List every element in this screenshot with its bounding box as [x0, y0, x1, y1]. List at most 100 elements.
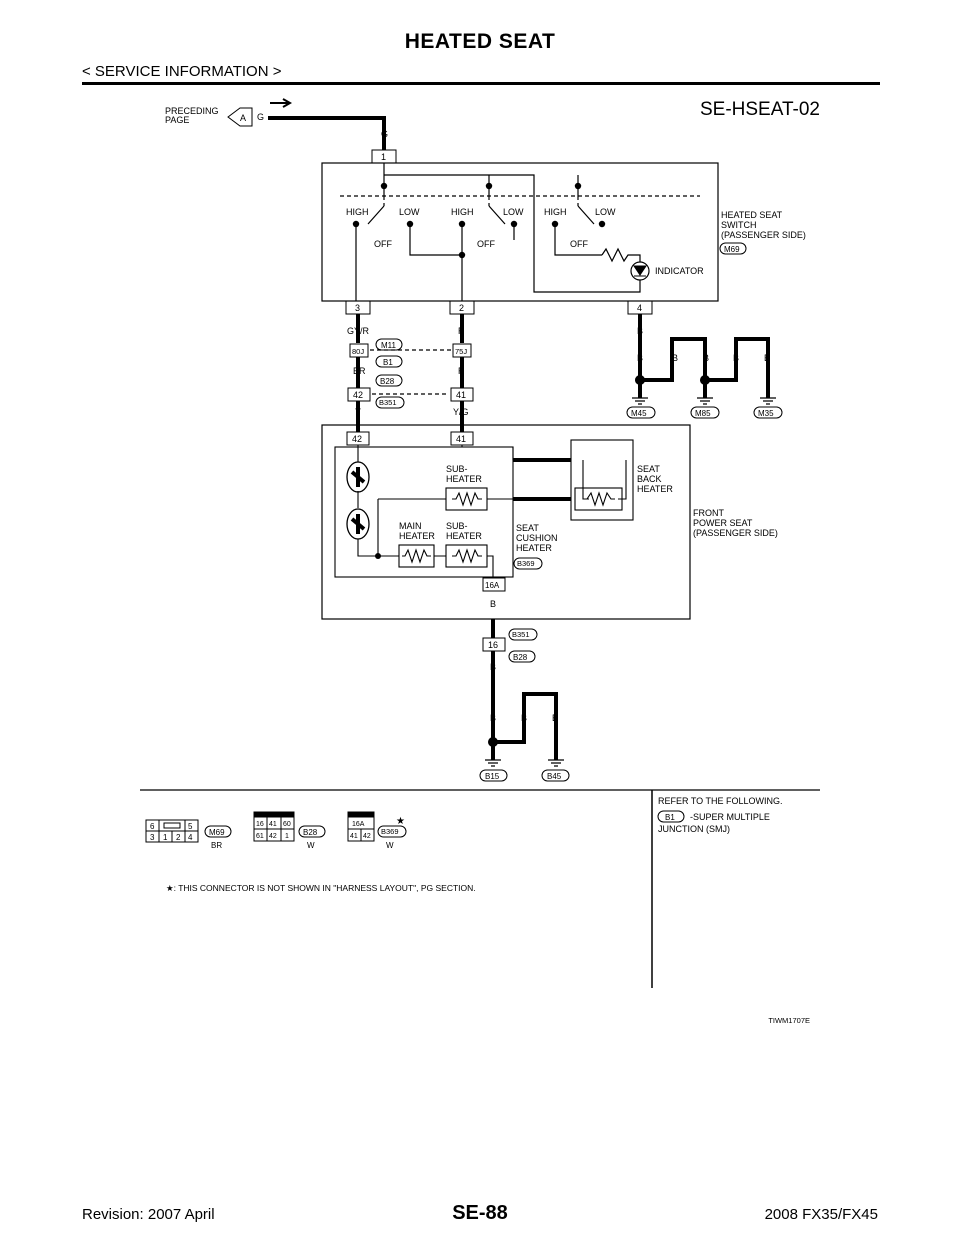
b28-pin-60: 60	[283, 821, 291, 828]
connector-b28-label-2: B28	[513, 653, 528, 662]
terminal-4-label: 4	[637, 303, 642, 313]
sub-heater-bottom-line2: HEATER	[446, 531, 482, 541]
page-link-letter-a: A	[240, 113, 246, 123]
wire-color-b-2: B	[637, 353, 643, 363]
legend-b369-color: W	[386, 841, 394, 850]
b28-pin-42: 42	[269, 833, 277, 840]
terminal-1-label: 1	[381, 152, 386, 162]
ground-symbols-top	[632, 397, 776, 405]
label-indicator: INDICATOR	[655, 266, 704, 276]
wire-color-b-11: B	[552, 713, 558, 723]
front-power-seat-box	[321, 424, 691, 620]
wire-color-r-1: R	[458, 326, 465, 336]
connector-b1-label: B1	[383, 358, 393, 367]
label-off-3: OFF	[570, 239, 588, 249]
seat-name-line1: FRONT	[693, 508, 724, 518]
seat-back-heater-line3: HEATER	[637, 484, 673, 494]
legend-b369-tag[interactable]	[377, 825, 407, 838]
main-heater-line1: MAIN	[399, 521, 422, 531]
wire-g-top	[268, 116, 386, 150]
connector-m69-tag[interactable]	[719, 242, 747, 255]
seat-cushion-box	[334, 446, 514, 578]
diagram-code: SE-HSEAT-02	[700, 99, 820, 120]
wire-color-b-10: B	[521, 713, 527, 723]
connector-b351-tag-1[interactable]	[375, 396, 405, 409]
wire-color-br: BR	[353, 366, 366, 376]
connector-b28-tag-1[interactable]	[375, 374, 403, 387]
connector-m69-label: M69	[724, 245, 740, 254]
ground-link-1	[640, 337, 707, 382]
seat-cushion-heater-line2: CUSHION	[516, 533, 558, 543]
ground-link-bottom	[493, 692, 558, 760]
ground-symbols-bottom	[485, 759, 564, 767]
ground-b15-label: B15	[485, 772, 500, 781]
legend-b369-star: ★	[396, 816, 405, 827]
m69-pin-3: 3	[150, 833, 155, 842]
seat-splice-1	[375, 553, 381, 559]
legend-refer: REFER TO THE FOLLOWING.	[658, 796, 783, 806]
wire-color-y: Y	[355, 407, 361, 417]
label-low-1: LOW	[399, 207, 420, 217]
wire-color-b-9: B	[490, 713, 496, 723]
ground-m85-tag[interactable]	[690, 406, 720, 419]
b369-pin-16a: 16A	[352, 821, 365, 828]
footer-page-number: SE-88	[452, 1202, 508, 1224]
switch-name-line3: (PASSENGER SIDE)	[721, 230, 806, 240]
switch-contacts	[352, 182, 606, 259]
label-off-2: OFF	[477, 239, 495, 249]
ground-b15-tag[interactable]	[479, 769, 508, 782]
label-off-1: OFF	[374, 239, 392, 249]
ground-m35-tag[interactable]	[753, 406, 783, 419]
m69-pin-2: 2	[176, 833, 181, 842]
legend-refer-item2: JUNCTION (SMJ)	[658, 824, 730, 834]
ground-m85-label: M85	[695, 409, 711, 418]
main-heater-line2: HEATER	[399, 531, 435, 541]
connector-b1-tag[interactable]	[375, 355, 403, 368]
terminal-16-label: 16	[488, 640, 498, 650]
connector-b369-label: B369	[517, 559, 535, 568]
ground-m45-tag[interactable]	[626, 406, 656, 419]
connector-b28-tag-2[interactable]	[508, 650, 536, 663]
seat-terminal-41-label: 41	[456, 434, 466, 444]
b28-pin-16: 16	[256, 821, 264, 828]
legend-m69-tag[interactable]	[204, 825, 232, 838]
footer-model: 2008 FX35/FX45	[764, 1206, 878, 1223]
connector-b351-label-2: B351	[512, 630, 530, 639]
legend-b1-tag[interactable]	[657, 810, 685, 823]
connector-b351-tag-2[interactable]	[508, 628, 538, 641]
terminal-2-label: 2	[459, 303, 464, 313]
ground-b45-tag[interactable]	[541, 769, 570, 782]
connector-m11-tag[interactable]	[375, 338, 403, 351]
legend-refer-item: -SUPER MULTIPLE	[690, 812, 770, 822]
section-breadcrumb[interactable]: < SERVICE INFORMATION >	[82, 63, 282, 80]
page-link-tag[interactable]	[227, 107, 253, 127]
connector-m69-face	[145, 819, 199, 843]
b28-pin-61: 61	[256, 833, 264, 840]
page-link-arrow	[270, 98, 293, 108]
sub-heater-top-line1: SUB-	[446, 464, 468, 474]
connector-m11-label: M11	[381, 341, 397, 350]
switch-name-line1: HEATED SEAT	[721, 210, 783, 220]
label-high-1: HIGH	[346, 207, 369, 217]
seat-back-heater-line1: SEAT	[637, 464, 660, 474]
seat-terminal-42-label: 42	[352, 434, 362, 444]
legend-b28-tag[interactable]	[298, 825, 326, 838]
legend-footnote: ★: THIS CONNECTOR IS NOT SHOWN IN "HARNE…	[166, 883, 476, 893]
m69-pin-1: 1	[163, 833, 168, 842]
terminal-16a	[482, 577, 506, 592]
legend-b1-label: B1	[665, 813, 675, 822]
ground-splice-2	[700, 375, 710, 385]
m69-pin-6: 6	[150, 822, 155, 831]
wire-color-r-2: R	[458, 366, 465, 376]
sub-heater-top-line2: HEATER	[446, 474, 482, 484]
b28-pin-41: 41	[269, 821, 277, 828]
connector-b351-label-1: B351	[379, 398, 397, 407]
m69-pin-4: 4	[188, 833, 193, 842]
b369-pin-41: 41	[350, 833, 358, 840]
legend-m69-label: M69	[209, 828, 225, 837]
terminal-3-label: 3	[355, 303, 360, 313]
footer-revision: Revision: 2007 April	[82, 1206, 215, 1223]
connector-b369-tag[interactable]	[513, 557, 543, 570]
label-high-2: HIGH	[451, 207, 474, 217]
ground-link-2	[705, 337, 770, 398]
